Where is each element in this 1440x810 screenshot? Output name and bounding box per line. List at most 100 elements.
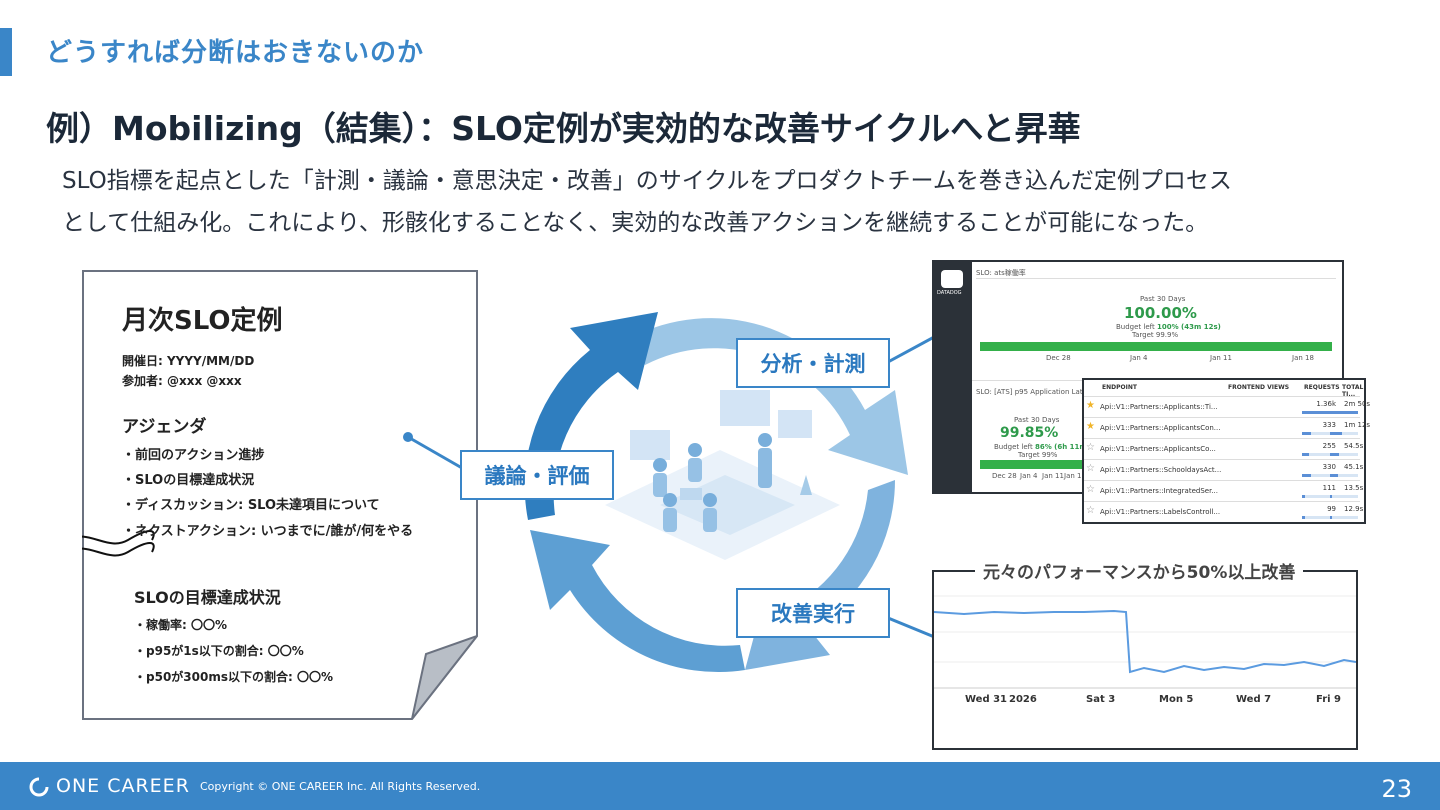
agenda-item: ・ネクストアクション: いつまでに/誰が/何をやる <box>122 524 414 539</box>
cycle-label-discuss: 議論・評価 <box>460 450 614 500</box>
slo2-budget-label: Budget left <box>994 443 1033 451</box>
title-accent-bar <box>0 28 12 76</box>
slo-tick: Jan 11 <box>1210 354 1232 362</box>
meeting-document <box>82 270 478 720</box>
slo-tick: Jan 4 <box>1130 354 1148 362</box>
slo2-budget-value: 86% (6h 11m) <box>1034 443 1090 451</box>
time-bar-track <box>1330 474 1358 477</box>
time-bar-track <box>1330 432 1358 435</box>
endpoint-name: Api::V1::Partners::LabelsControll... <box>1100 508 1221 516</box>
status-item: ・p95が1s以下の割合: 〇〇% <box>134 644 304 658</box>
column-header[interactable]: REQUESTS <box>1304 384 1340 391</box>
time-bar-track <box>1330 516 1358 519</box>
slo-target-label: Target <box>1132 331 1154 339</box>
slo-budget-label: Budget left <box>1116 323 1155 331</box>
slo2-tick: Jan 4 <box>1020 472 1038 480</box>
footer-brand: ONE CAREER <box>56 775 190 797</box>
agenda-heading: アジェンダ <box>122 417 207 437</box>
requests-value: 99 <box>1327 505 1336 513</box>
lead-line-2: として仕組み化。これにより、形骸化することなく、実効的な改善アクションを継続する… <box>62 210 1209 236</box>
slo-uptime-track <box>980 342 1332 351</box>
star-outline-icon[interactable]: ☆ <box>1086 505 1095 516</box>
requests-value: 1.36k <box>1316 400 1336 408</box>
slo-budget-value: 100% (43m 12s) <box>1156 323 1221 331</box>
datadog-sidebar: DATADOG <box>934 262 972 492</box>
cycle-label-improve: 改善実行 <box>736 588 890 638</box>
total-time-value: 45.1s <box>1344 463 1364 471</box>
status-item: ・稼働率: 〇〇% <box>134 618 228 632</box>
requests-value: 255 <box>1322 442 1336 450</box>
table-header: ENDPOINT FRONTEND VIEWS REQUESTS TOTAL T… <box>1084 380 1364 398</box>
time-bar <box>1330 495 1333 498</box>
table-row[interactable]: ☆ Api::V1::Partners::SchooldaysAct... 330 4… <box>1084 459 1364 480</box>
star-outline-icon[interactable]: ☆ <box>1086 442 1095 453</box>
slo2-uptime-bar <box>980 460 1084 469</box>
requests-bar <box>1302 432 1311 435</box>
slo-uptime-bar <box>980 342 1332 351</box>
endpoint-name: Api::V1::Partners::IntegratedSer... <box>1100 487 1218 495</box>
star-filled-icon[interactable]: ★ <box>1086 400 1095 411</box>
requests-bar-track <box>1302 474 1338 477</box>
agenda-item: ・ディスカッション: SLO未達項目について <box>122 498 380 513</box>
lead-paragraph: SLO指標を起点とした「計測・議論・意思決定・改善」のサイクルをプロダクトチーム… <box>62 160 1402 244</box>
total-time-value: 2m 50s <box>1344 400 1371 408</box>
graph-x-tick: 2026 <box>1009 694 1037 705</box>
column-header[interactable]: TOTAL TI... <box>1342 384 1364 398</box>
table-row[interactable]: ☆ Api::V1::Partners::LabelsControll... 99 1… <box>1084 501 1364 522</box>
requests-bar <box>1302 495 1305 498</box>
graph-x-tick: Wed 7 <box>1236 694 1272 705</box>
endpoint-name: Api::V1::Partners::SchooldaysAct... <box>1100 466 1222 474</box>
requests-value: 333 <box>1322 421 1336 429</box>
total-time-value: 12.9s <box>1344 505 1364 513</box>
time-bar-track <box>1330 495 1358 498</box>
graph-x-tick: Mon 5 <box>1159 694 1194 705</box>
slo-title: SLO: ats稼働率 <box>976 269 1026 277</box>
graph-x-tick: Wed 31 <box>965 694 1008 705</box>
slo2-tick: Jan 11 <box>1042 472 1064 480</box>
graph-x-tick: Sat 3 <box>1086 694 1116 705</box>
datadog-logo-text: DATADOG <box>937 290 962 296</box>
column-header[interactable]: ENDPOINT <box>1102 384 1137 391</box>
time-bar-track <box>1330 453 1358 456</box>
requests-bar <box>1302 474 1311 477</box>
slo-tick: Dec 28 <box>1046 354 1071 362</box>
slo-period: Past 30 Days <box>1140 295 1186 303</box>
requests-bar <box>1302 411 1338 414</box>
status-item: ・p50が300ms以下の割合: 〇〇% <box>134 670 333 684</box>
slo-value: 100.00% <box>1124 304 1197 322</box>
graph-caption: 元々のパフォーマンスから50%以上改善 <box>975 558 1304 583</box>
time-bar <box>1330 516 1333 519</box>
document-attendees: 参加者: @xxx @xxx <box>122 374 242 388</box>
requests-bar-track <box>1302 516 1338 519</box>
time-bar <box>1330 453 1339 456</box>
document-title: 月次SLO定例 <box>122 306 283 336</box>
team-meeting-illustration <box>605 390 840 560</box>
column-header[interactable]: FRONTEND VIEWS <box>1228 384 1290 391</box>
endpoint-name: Api::V1::Partners::Applicants::Ti... <box>1100 403 1218 411</box>
requests-bar <box>1302 453 1309 456</box>
star-outline-icon[interactable]: ☆ <box>1086 484 1095 495</box>
endpoint-name: Api::V1::Partners::ApplicantsCo... <box>1100 445 1216 453</box>
slo2-target-label: Target <box>1018 451 1040 459</box>
datadog-logo-icon <box>941 270 963 288</box>
endpoint-table: ENDPOINT FRONTEND VIEWS REQUESTS TOTAL T… <box>1082 378 1370 524</box>
requests-bar-track <box>1302 453 1338 456</box>
latency-line-chart <box>933 595 1357 689</box>
requests-bar-track <box>1302 432 1338 435</box>
latency-series-line <box>933 609 1357 674</box>
table-row[interactable]: ★ Api::V1::Partners::Applicants::Ti... 1.3… <box>1084 396 1370 417</box>
lead-line-1: SLO指標を起点とした「計測・議論・意思決定・改善」のサイクルをプロダクトチーム… <box>62 168 1232 194</box>
slo-target-value: 99.9% <box>1155 331 1179 339</box>
requests-value: 330 <box>1322 463 1336 471</box>
slo2-target-value: 99% <box>1041 451 1058 459</box>
total-time-value: 1m 12s <box>1344 421 1371 429</box>
star-outline-icon[interactable]: ☆ <box>1086 463 1095 474</box>
agenda-item: ・SLOの目標達成状況 <box>122 473 255 488</box>
star-filled-icon[interactable]: ★ <box>1086 421 1095 432</box>
slo2-tick: Jan 18 <box>1064 472 1086 480</box>
cycle-label-analyze: 分析・計測 <box>736 338 890 388</box>
time-bar <box>1330 411 1358 414</box>
